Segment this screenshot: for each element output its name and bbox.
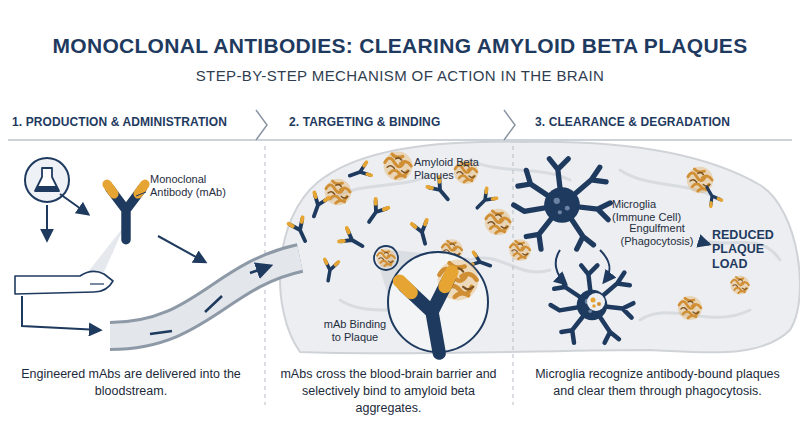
production-illustration-part: [46, 205, 48, 240]
production-illustration-part: [90, 283, 104, 284]
header-rule-part: [8, 140, 792, 141]
brain-outline: [280, 142, 800, 354]
microglia-illustration-part: [514, 159, 611, 249]
plaques-and-antibodies-part: [678, 296, 702, 320]
flow-arrow-line: [702, 242, 709, 244]
microglia-illustration-part: [556, 250, 566, 284]
result-box: REDUCED PLAQUE LOAD: [712, 228, 778, 271]
step-panel: 1. PRODUCTION & ADMINISTRATION Engineered…: [0, 108, 262, 408]
plaques-and-antibodies-part: [509, 239, 531, 261]
part-label: Amyloid Beta Plaques: [414, 156, 488, 182]
production-illustration-part: [15, 271, 113, 294]
plaques-and-antibodies-part: [307, 193, 329, 219]
plaques-and-antibodies-part: [702, 184, 722, 206]
plaques-and-antibodies-part: [485, 209, 511, 235]
part-label: Monoclonal Antibody (mAb): [150, 173, 234, 199]
step-panel: 3. CLEARANCE & DEGRADATION Microglia reco…: [515, 108, 800, 408]
plaques-and-antibodies-part: [412, 220, 433, 246]
plaques-and-antibodies-part: [384, 152, 413, 181]
step-heading: 2. TARGETING & BINDING: [289, 115, 440, 129]
brain-outline-part: [280, 142, 800, 354]
production-illustration-part: [35, 168, 59, 191]
binding-inset: [374, 246, 488, 358]
inset-label: mAb Binding to Plaque: [322, 318, 388, 344]
part-label: Microglia (Immune Cell): [612, 198, 686, 224]
header-rule-part: [504, 110, 515, 140]
plaques-and-antibodies-part: [321, 259, 338, 282]
step-description: Engineered mAbs are delivered into the b…: [14, 366, 248, 400]
blood-vessel: [110, 258, 300, 336]
step-description: Microglia recognize antibody-bound plaqu…: [529, 366, 786, 400]
production-illustration-part: [88, 225, 125, 272]
header-rule: [8, 110, 792, 140]
blood-vessel-part: [110, 258, 300, 336]
microglia-illustration-part: [591, 298, 596, 303]
subtitle: STEP-BY-STEP MECHANISM OF ACTION IN THE …: [0, 67, 800, 85]
production-illustration-part: [35, 186, 59, 191]
header-rule-part: [256, 110, 267, 140]
microglia-illustration-part: [587, 293, 605, 311]
microglia-illustration: [514, 159, 634, 343]
plaques-and-antibodies-part: [363, 199, 389, 226]
production-illustration-part: [136, 192, 146, 196]
microglia-illustration-part: [597, 302, 601, 306]
step-heading: 3. CLEARANCE & DEGRADATION: [535, 115, 730, 129]
production-illustration-part: [158, 236, 205, 262]
plaques-and-antibodies-part: [289, 217, 312, 244]
diagram-title: MONOCLONAL ANTIBODIES: CLEARING AMYLOID …: [0, 34, 800, 58]
plaques-and-antibodies-part: [325, 179, 351, 205]
blood-vessel-part: [150, 266, 270, 334]
process-text: Engulfment (Phagocytosis): [615, 222, 699, 248]
result-text: REDUCED PLAQUE LOAD: [712, 228, 778, 271]
binding-inset-part: [374, 246, 398, 270]
plaques-and-antibodies-part: [347, 162, 371, 182]
plaques-and-antibodies-part: [472, 188, 496, 212]
plaques-and-antibodies-part: [339, 228, 366, 253]
blood-vessel-part: [110, 258, 300, 336]
microglia-illustration-part: [600, 250, 610, 282]
microglia-illustration-part: [592, 304, 596, 308]
process-label-box: Engulfment (Phagocytosis): [615, 222, 699, 248]
microglia-illustration-part: [551, 265, 634, 342]
production-illustration-part: [107, 184, 145, 239]
production-illustration-part: [22, 296, 100, 330]
step-heading: 1. PRODUCTION & ADMINISTRATION: [12, 115, 227, 129]
section-dividers: [265, 146, 513, 405]
section-dividers-part: [513, 146, 514, 405]
step-panel: 2. TARGETING & BINDINGmAbs cross the blo…: [265, 108, 512, 408]
production-illustration-part: [60, 194, 88, 214]
binding-inset-part: [376, 248, 395, 267]
binding-inset-part: [400, 272, 466, 358]
flow-arrow: [702, 242, 709, 244]
step-description: mAbs cross the blood-brain barrier and s…: [279, 366, 498, 417]
plaques-and-antibodies-part: [730, 275, 749, 294]
plaques-and-antibodies: [289, 152, 750, 320]
